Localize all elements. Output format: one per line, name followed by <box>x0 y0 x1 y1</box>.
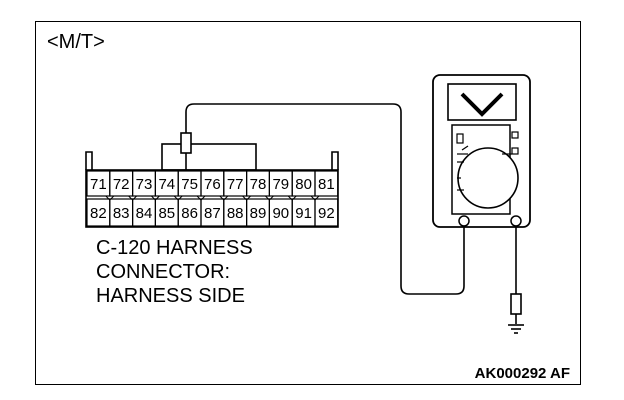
pin-number: 72 <box>113 176 130 193</box>
transmission-variant-label: <M/T> <box>47 31 105 53</box>
rotary-dial <box>457 147 519 209</box>
diagram-frame: 71 72 73 74 75 76 77 78 79 80 81 82 83 84 85 86 87 88 89 90… <box>35 21 581 385</box>
connector-caption-line-2: CONNECTOR: <box>96 261 231 283</box>
pin-key-notch <box>242 195 251 201</box>
pin-number: 92 <box>318 205 335 222</box>
pin-number: 77 <box>227 176 244 193</box>
pin-number: 74 <box>158 176 175 193</box>
pin-number: 73 <box>136 176 153 193</box>
wiring-diagram: 71 72 73 74 75 76 77 78 79 80 81 82 83 84 85 86 87 88 89 90… <box>85 74 531 334</box>
multimeter <box>432 74 531 228</box>
pin-key-notch <box>310 195 320 201</box>
pin-number: 87 <box>204 205 221 222</box>
voltage-symbol-icon <box>460 92 504 117</box>
pin-cell <box>314 170 339 197</box>
pin-number: 76 <box>204 176 221 193</box>
pin-key-notch <box>196 195 206 201</box>
connector-caption-line-3: HARNESS SIDE <box>96 285 245 307</box>
connector-caption-line-1: C-120 HARNESS <box>96 237 253 259</box>
pin-number: 82 <box>90 205 107 222</box>
com-terminal <box>458 215 470 227</box>
pin-number: 78 <box>250 176 267 193</box>
pin-number: 90 <box>272 205 289 222</box>
figure-code: AK000292 AF <box>474 365 570 382</box>
pin-number: 84 <box>136 205 153 222</box>
pin-number: 81 <box>318 176 335 193</box>
v-terminal <box>510 215 522 227</box>
pin-number: 85 <box>158 205 175 222</box>
pin-number: 75 <box>181 176 198 193</box>
ground-icon <box>508 324 524 334</box>
pin-key-notch <box>128 195 137 201</box>
pin-number: 79 <box>272 176 289 193</box>
range-mark-box <box>456 133 464 144</box>
pin-key-notch <box>219 195 229 201</box>
ground-lead <box>510 226 522 324</box>
range-mark-box <box>511 147 519 155</box>
pin-number: 86 <box>181 205 198 222</box>
probe <box>180 132 192 171</box>
pin-key-notch <box>173 195 183 201</box>
pin-key-notch <box>105 195 115 201</box>
pin-number: 88 <box>227 205 244 222</box>
probe-wire <box>185 103 465 295</box>
pin-number: 80 <box>295 176 312 193</box>
pin-number: 89 <box>250 205 267 222</box>
pin-key-notch <box>151 195 160 201</box>
pin-number: 83 <box>113 205 130 222</box>
pin-number: 71 <box>90 176 107 193</box>
connector-pin-grid: 71 72 73 74 75 76 77 78 79 80 81 82 83 84 85 86 87 88 89 90… <box>86 170 339 227</box>
pin-number: 91 <box>295 205 312 222</box>
range-mark-box <box>511 131 519 139</box>
pin-key-notch <box>265 195 274 201</box>
pin-cell <box>314 198 339 227</box>
pin-key-notch <box>287 195 297 201</box>
